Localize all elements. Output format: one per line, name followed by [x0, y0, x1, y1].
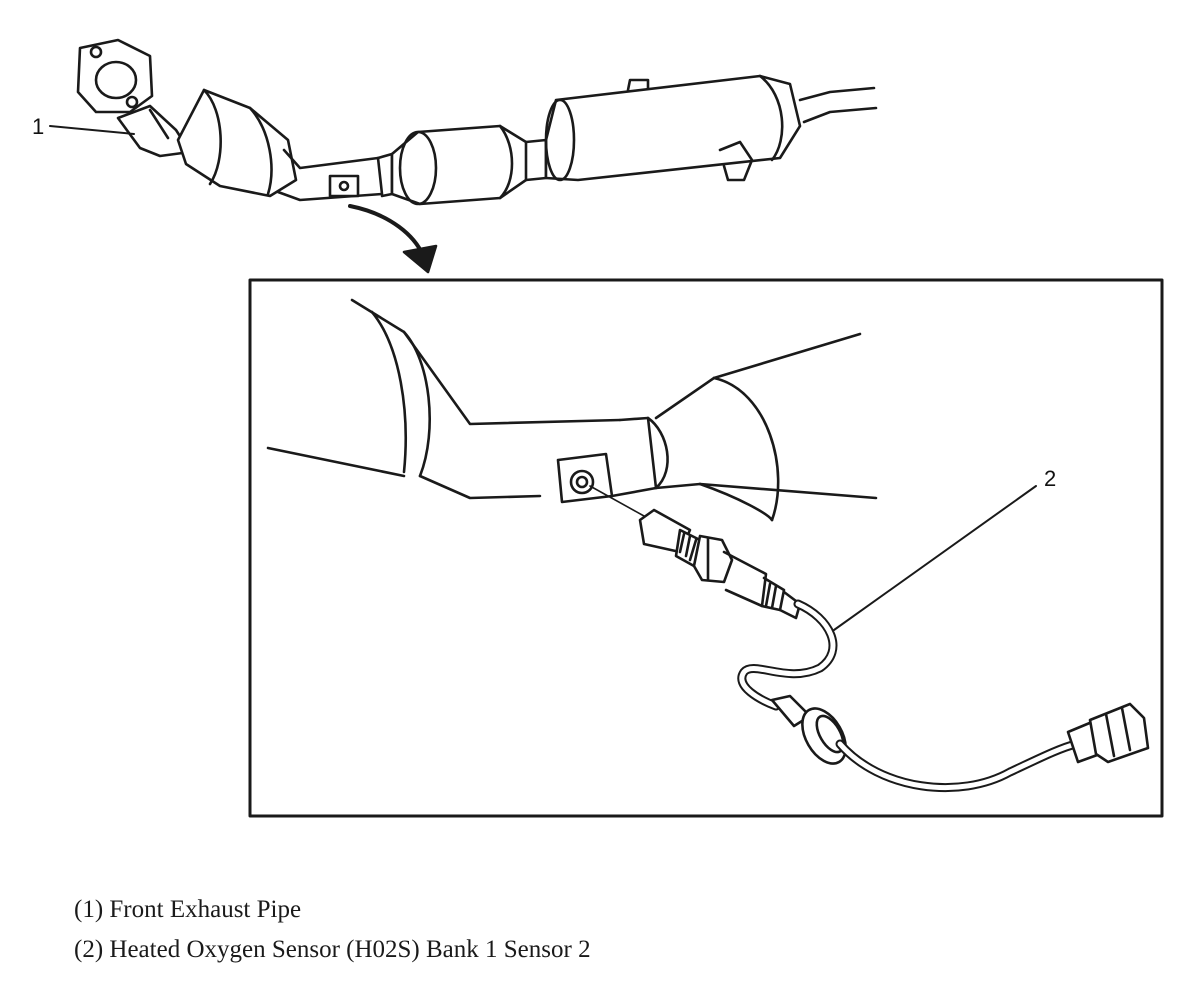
callout-2-leader: [833, 485, 1037, 631]
oxygen-sensor: [589, 485, 1150, 792]
exhaust-sensor-diagram: 1 2: [32, 38, 1164, 818]
parts-legend: (1) Front Exhaust Pipe (2) Heated Oxygen…: [74, 890, 591, 970]
legend-item-front-exhaust-pipe: (1) Front Exhaust Pipe: [74, 896, 302, 923]
front-exhaust-pipe-overview: [76, 38, 878, 274]
callout-2-label: 2: [1044, 466, 1056, 491]
legend-item-heated-oxygen-sensor: (2) Heated Oxygen Sensor (H02S) Bank 1 S…: [74, 936, 591, 963]
detail-inset-frame: [248, 278, 1164, 818]
detail-exhaust-pipe: [266, 298, 878, 522]
callout-1-label: 1: [32, 114, 44, 139]
callout-1-leader: [49, 125, 135, 135]
